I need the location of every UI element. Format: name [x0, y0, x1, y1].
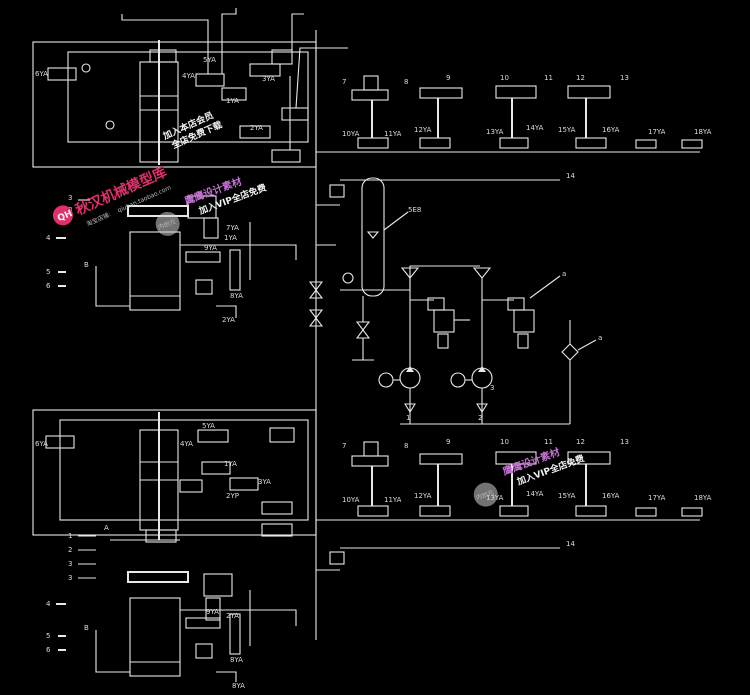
- svg-text:a: a: [562, 270, 566, 278]
- svg-text:5E8: 5E8: [408, 206, 421, 214]
- svg-text:5: 5: [46, 632, 50, 640]
- svg-text:11: 11: [544, 438, 553, 446]
- svg-text:4: 4: [46, 600, 51, 608]
- svg-text:9YA: 9YA: [206, 608, 219, 616]
- svg-text:2: 2: [478, 414, 482, 422]
- actuator-unit-13: [567, 85, 611, 149]
- svg-text:a: a: [598, 334, 602, 342]
- svg-text:17YA: 17YA: [648, 128, 666, 136]
- svg-text:14: 14: [566, 540, 575, 548]
- svg-text:1: 1: [406, 414, 410, 422]
- svg-text:15YA: 15YA: [558, 126, 576, 134]
- svg-text:10: 10: [500, 74, 509, 82]
- svg-text:13: 13: [620, 438, 629, 446]
- svg-text:10YA: 10YA: [342, 130, 360, 138]
- svg-text:3YA: 3YA: [258, 478, 271, 486]
- svg-text:2: 2: [68, 546, 72, 554]
- svg-text:8: 8: [404, 442, 408, 450]
- svg-text:8YA: 8YA: [230, 292, 243, 300]
- actuator-unit-13-lower: [567, 451, 611, 517]
- svg-text:6: 6: [46, 646, 51, 654]
- svg-text:10: 10: [500, 438, 509, 446]
- svg-text:18YA: 18YA: [694, 128, 712, 136]
- actuator-unit-11-lower: [495, 451, 537, 517]
- label-6ya-top: 6YA: [35, 70, 48, 78]
- svg-text:5YA: 5YA: [202, 422, 215, 430]
- svg-text:12: 12: [576, 74, 585, 82]
- svg-text:3: 3: [490, 384, 494, 392]
- svg-text:14YA: 14YA: [526, 490, 544, 498]
- pump-group: a a 3 1 2: [340, 265, 602, 425]
- lower-valve-row: 7 8 9 10 11 12 13 10YA 11YA 12YA 13YA 14…: [316, 438, 712, 549]
- svg-text:7YA: 7YA: [226, 224, 239, 232]
- actuator-unit-9-lower: [419, 453, 463, 517]
- svg-text:11YA: 11YA: [384, 130, 402, 138]
- svg-text:3YA: 3YA: [262, 75, 275, 83]
- svg-text:16YA: 16YA: [602, 492, 620, 500]
- svg-text:14: 14: [566, 172, 575, 180]
- actuator-unit-7-lower: [351, 441, 389, 517]
- svg-text:1YA: 1YA: [226, 97, 239, 105]
- lower-main-cylinder: 9YA 2YA 8YA 8YA: [95, 571, 297, 690]
- lower-press-circuit: 6YA 5YA 4YA 1YA 2YP 3YA A 1 2 3 3 4 5 6 …: [32, 409, 317, 654]
- svg-text:12: 12: [576, 438, 585, 446]
- svg-text:13: 13: [620, 74, 629, 82]
- svg-text:1YA: 1YA: [224, 460, 237, 468]
- svg-text:8: 8: [404, 78, 408, 86]
- svg-text:5: 5: [46, 268, 50, 276]
- svg-text:12YA: 12YA: [414, 492, 432, 500]
- svg-text:9: 9: [446, 74, 450, 82]
- svg-text:12YA: 12YA: [414, 126, 432, 134]
- svg-text:3: 3: [68, 574, 72, 582]
- svg-text:A: A: [104, 524, 109, 532]
- accumulator-tank: 5E8: [340, 177, 421, 361]
- svg-text:2YP: 2YP: [226, 492, 239, 500]
- svg-text:4: 4: [46, 234, 51, 242]
- actuator-unit-7: [351, 75, 389, 149]
- actuator-unit-9: [419, 87, 463, 149]
- svg-text:B: B: [84, 261, 89, 269]
- upper-left-labels: 6YA 5YA 4YA 3YA 2YA 1YA 3 3 4 5 6 B: [35, 56, 275, 290]
- main-supply-line: [308, 30, 345, 640]
- upper-valve-row: 7 8 9 10 11 12 13 10YA 11YA 12YA 13YA 14…: [316, 74, 712, 181]
- svg-text:8YA: 8YA: [230, 656, 243, 664]
- svg-text:2YA: 2YA: [222, 316, 235, 324]
- svg-text:2YA: 2YA: [226, 612, 239, 620]
- svg-text:17YA: 17YA: [648, 494, 666, 502]
- svg-text:7: 7: [342, 78, 346, 86]
- svg-text:13YA: 13YA: [486, 128, 504, 136]
- svg-text:7: 7: [342, 442, 346, 450]
- svg-text:9YA: 9YA: [204, 244, 217, 252]
- svg-text:10YA: 10YA: [342, 496, 360, 504]
- svg-text:4YA: 4YA: [182, 72, 195, 80]
- watermark-brand: QH 秋汉机械模型库 加入本店会员 全店免费下载 淘宝店铺: qiuhan.ta…: [52, 109, 224, 228]
- svg-text:5YA: 5YA: [203, 56, 216, 64]
- svg-text:16YA: 16YA: [602, 126, 620, 134]
- svg-text:1: 1: [68, 532, 72, 540]
- svg-text:3: 3: [68, 560, 72, 568]
- svg-text:1YA: 1YA: [224, 234, 237, 242]
- svg-text:11: 11: [544, 74, 553, 82]
- upper-main-cylinder: 9YA 1YA 7YA 8YA 2YA: [95, 195, 297, 324]
- svg-text:B: B: [84, 624, 89, 632]
- svg-text:15YA: 15YA: [558, 492, 576, 500]
- svg-text:9: 9: [446, 438, 450, 446]
- svg-text:6YA: 6YA: [35, 440, 48, 448]
- svg-text:2YA: 2YA: [250, 124, 263, 132]
- svg-text:11YA: 11YA: [384, 496, 402, 504]
- svg-text:18YA: 18YA: [694, 494, 712, 502]
- svg-text:4YA: 4YA: [180, 440, 193, 448]
- svg-text:6: 6: [46, 282, 51, 290]
- upper-press-circuit: [32, 8, 348, 168]
- svg-text:8YA: 8YA: [232, 682, 245, 690]
- svg-text:14YA: 14YA: [526, 124, 544, 132]
- actuator-unit-11: [495, 85, 537, 149]
- svg-text:3: 3: [68, 194, 72, 202]
